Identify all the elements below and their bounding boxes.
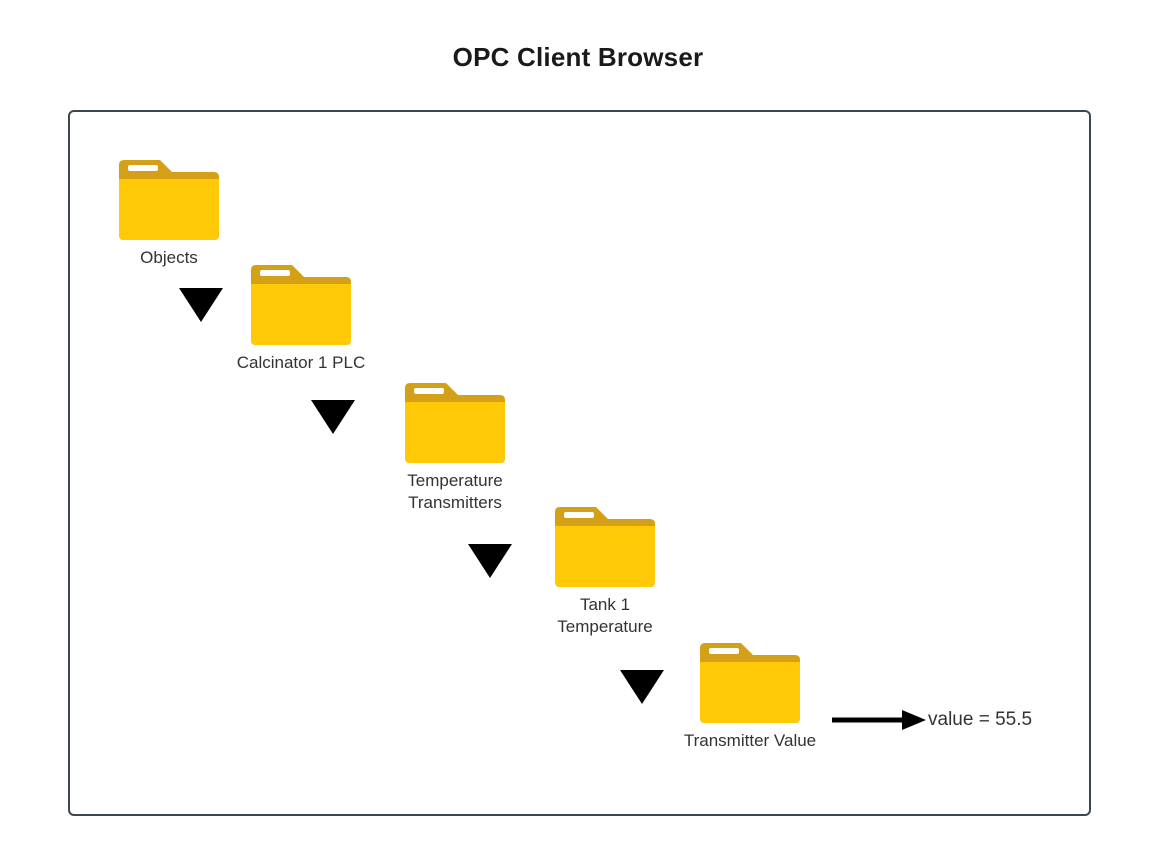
value-annotation-label: value = 55.5: [928, 709, 1033, 730]
folder-icon: [405, 383, 505, 463]
tree-node-label: Objects: [140, 248, 198, 267]
tree-node-tank-1-temperature[interactable]: Tank 1 Temperature: [510, 504, 700, 638]
tree-node-transmitter-value[interactable]: Transmitter Value: [655, 640, 845, 752]
tree-node-label: Temperature Transmitters: [407, 471, 503, 512]
folder-icon: [555, 507, 655, 587]
tree-node-label: Calcinator 1 PLC: [236, 353, 366, 372]
diagram-canvas: Objects Calcinator 1 PLC Temperature Tra…: [68, 110, 1091, 816]
arrow-right-icon: [832, 710, 926, 730]
triangle-down-icon: [179, 288, 223, 322]
folder-icon: [700, 643, 800, 723]
page-title: OPC Client Browser: [452, 42, 704, 72]
triangle-down-icon: [620, 670, 664, 704]
triangle-down-icon: [311, 400, 355, 434]
tree-node-label: Tank 1 Temperature: [557, 595, 653, 636]
tree-node-temperature-transmitters[interactable]: Temperature Transmitters: [360, 380, 550, 514]
folder-icon: [119, 160, 219, 240]
tree-node-objects[interactable]: Objects: [74, 157, 264, 269]
triangle-down-icon: [468, 544, 512, 578]
folder-icon: [251, 265, 351, 345]
tree-node-label: Transmitter Value: [683, 731, 817, 750]
tree-node-calcinator-1-plc[interactable]: Calcinator 1 PLC: [206, 262, 396, 374]
